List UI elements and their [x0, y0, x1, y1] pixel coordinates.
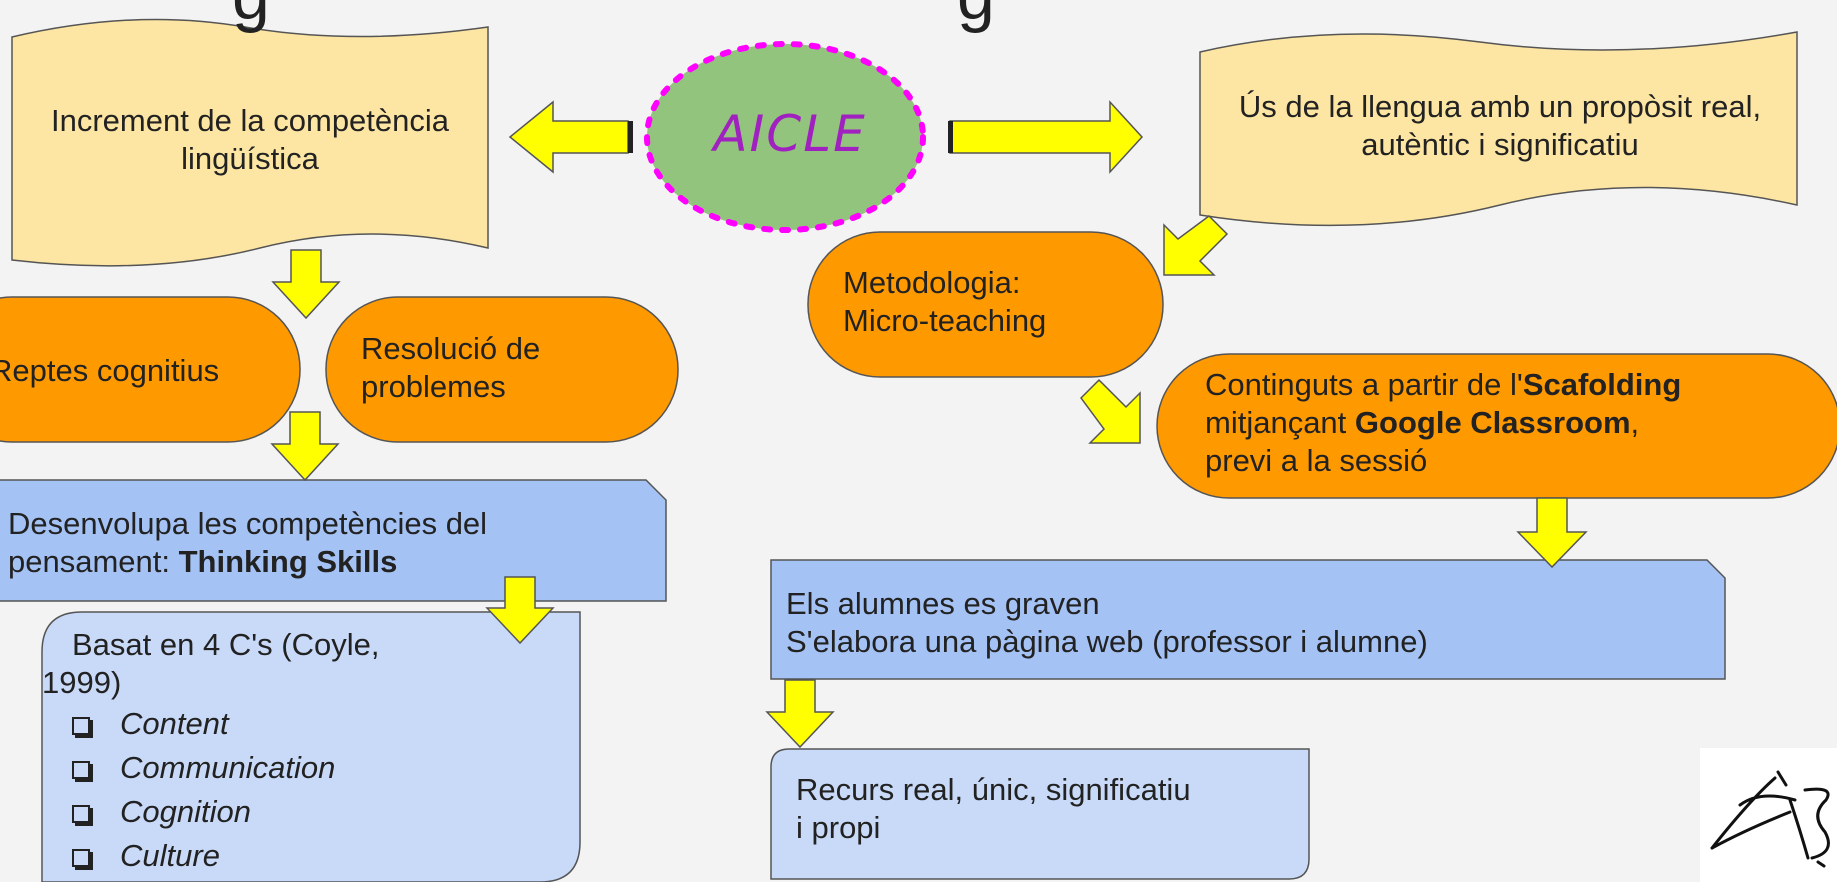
metodologia-line-1: Metodologia: [843, 265, 1021, 300]
signature-logo-icon [1700, 748, 1837, 882]
desenvolupa-line-1: Desenvolupa les competències del [8, 506, 488, 541]
list-item: Communication [24, 746, 542, 790]
resolucio-shape [325, 296, 679, 443]
reptes-shape [0, 296, 301, 443]
metodologia-text: Metodologia: Micro-teaching [843, 264, 1143, 340]
arrow-down-icon [1516, 497, 1588, 569]
arrow-left-icon [508, 100, 633, 174]
basat-line-2: 1999) [42, 665, 122, 700]
recurs-text: Recurs real, únic, significatiu i propi [796, 771, 1296, 847]
reptes-text: Reptes cognitius [0, 353, 220, 388]
list-item: Cognition [24, 790, 542, 834]
desenvolupa-text: Desenvolupa les competències del pensame… [8, 505, 648, 581]
resolucio-text: Resolució de problemes [361, 331, 541, 404]
basat-text: Basat en 4 C's (Coyle, 1999) Content Com… [42, 626, 542, 878]
arrow-down-right-icon [1080, 378, 1141, 444]
continguts-bold-scafolding: Scafolding [1522, 367, 1682, 402]
arrow-down-left-icon [1163, 215, 1229, 276]
continguts-part-4: previ a la sessió [1205, 443, 1428, 478]
increment-text: Increment de la competència lingüística [50, 103, 450, 176]
thinking-skills-bold: Thinking Skills [178, 544, 398, 579]
basat-line-1: Basat en 4 C's (Coyle, [72, 627, 380, 662]
continguts-part-1: Continguts a partir de l' [1205, 367, 1523, 402]
arrow-down-icon [271, 249, 341, 320]
recurs-line-1: Recurs real, únic, significatiu [796, 772, 1191, 807]
arrow-down-icon [485, 576, 555, 645]
continguts-part-3: , [1630, 405, 1640, 440]
list-item: Culture [24, 834, 542, 878]
checkbox-icon [72, 717, 90, 735]
arrow-down-icon [765, 679, 835, 749]
us-document-shape [1199, 31, 1798, 227]
checkbox-icon [72, 805, 90, 823]
recurs-shape [770, 748, 1310, 880]
arrow-right-icon [948, 100, 1144, 174]
checkbox-icon [72, 849, 90, 867]
desenvolupa-shape [0, 479, 667, 602]
aicle-ellipse [644, 41, 926, 233]
basat-shape [41, 611, 581, 882]
alumnes-line-1: Els alumnes es graven [786, 586, 1100, 621]
us-text: Ús de la llengua amb un propòsit real, a… [1238, 89, 1762, 162]
arrow-down-icon [270, 411, 340, 482]
recurs-line-2: i propi [796, 810, 881, 845]
increment-document-shape [11, 18, 489, 267]
title-fragment-right: g [957, 0, 995, 36]
alumnes-line-2: S'elabora una pàgina web (professor i al… [786, 624, 1428, 659]
desenvolupa-line-2: pensament: [8, 544, 179, 579]
alumnes-text: Els alumnes es graven S'elabora una pàgi… [786, 585, 1706, 661]
basat-list: Content Communication Cognition Culture [24, 702, 542, 878]
continguts-text: Continguts a partir de l'Scafolding mitj… [1205, 366, 1825, 480]
checkbox-icon [72, 761, 90, 779]
metodologia-shape [807, 231, 1164, 378]
aicle-label: AICLE [713, 105, 867, 163]
metodologia-line-2: Micro-teaching [843, 303, 1047, 338]
continguts-bold-classroom: Google Classroom [1354, 405, 1631, 440]
list-item: Content [24, 702, 542, 746]
continguts-shape [1156, 353, 1837, 499]
continguts-part-2: mitjançant [1205, 405, 1355, 440]
title-fragment-left: g [232, 0, 270, 36]
